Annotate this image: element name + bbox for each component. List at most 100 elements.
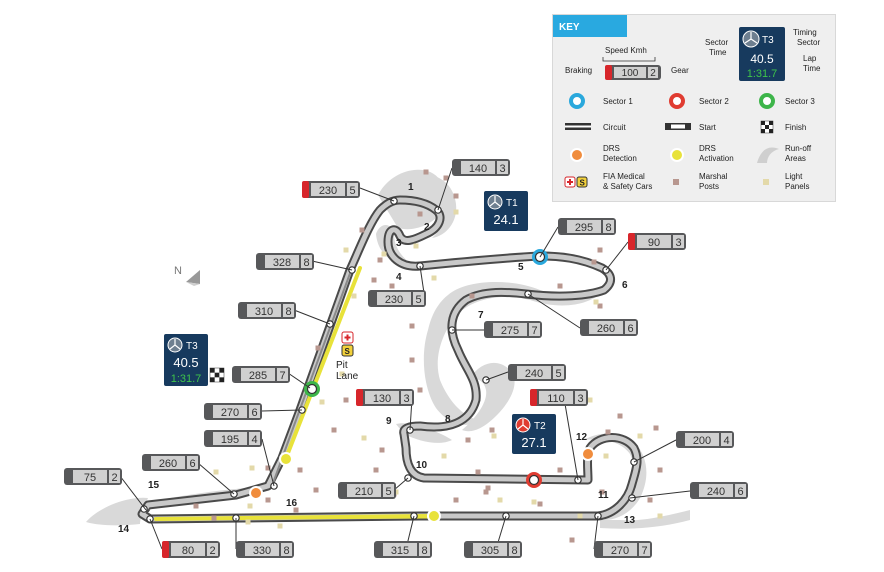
key-title: KEY bbox=[559, 22, 580, 33]
speed-value: 315 bbox=[391, 545, 409, 557]
light-panel bbox=[637, 433, 643, 439]
gear-value: 6 bbox=[627, 323, 633, 335]
light-panel bbox=[213, 469, 219, 475]
gear-value: 5 bbox=[555, 368, 561, 380]
key-speed-label: Speed Kmh bbox=[605, 46, 647, 55]
light-panel bbox=[431, 275, 437, 281]
leader-lines bbox=[119, 167, 691, 550]
gear-value: 2 bbox=[209, 545, 215, 557]
marshal-post bbox=[465, 437, 471, 443]
leader-line bbox=[261, 409, 303, 412]
light-panel bbox=[593, 299, 599, 305]
start-icon bbox=[665, 123, 691, 130]
light-panel bbox=[413, 243, 419, 249]
key-braking-label: Braking bbox=[565, 66, 592, 75]
marshal-post bbox=[653, 425, 659, 431]
light-panel bbox=[351, 293, 357, 299]
gear-value: 3 bbox=[499, 163, 505, 175]
gear-value: 8 bbox=[511, 545, 517, 557]
light-panel bbox=[319, 399, 325, 405]
light-panel bbox=[339, 371, 345, 377]
svg-text:S: S bbox=[580, 179, 586, 188]
turn-label: 1 bbox=[408, 182, 414, 193]
gear-value: 8 bbox=[303, 257, 309, 269]
light-panel bbox=[381, 251, 387, 257]
marshal-post bbox=[647, 497, 653, 503]
braking-indicator bbox=[530, 389, 537, 406]
key-sector2: Sector 2 bbox=[699, 97, 729, 106]
marshal-post bbox=[591, 259, 597, 265]
marshal-post bbox=[373, 467, 379, 473]
light-panel bbox=[277, 523, 283, 529]
drs-detection-marker bbox=[581, 447, 595, 461]
sector2-icon bbox=[669, 93, 685, 109]
key-finish: Finish bbox=[785, 123, 806, 132]
light-panel bbox=[497, 497, 503, 503]
drs-activation-marker bbox=[427, 509, 441, 523]
speed-value: 310 bbox=[255, 306, 273, 318]
leader-line bbox=[197, 462, 235, 495]
speed-value: 240 bbox=[707, 486, 725, 498]
marshal-post bbox=[331, 427, 337, 433]
runoff-icon bbox=[757, 147, 779, 163]
pit-lane bbox=[271, 267, 353, 487]
gear-value: 3 bbox=[403, 393, 409, 405]
leader-line bbox=[605, 241, 629, 271]
marshal-post bbox=[293, 507, 299, 513]
sector-time: 24.1 bbox=[493, 212, 518, 227]
light-panel bbox=[245, 519, 251, 525]
finish-flag-icon bbox=[760, 120, 774, 134]
speed-value: 195 bbox=[221, 434, 239, 446]
speed-value: 275 bbox=[501, 325, 519, 337]
track-markers bbox=[140, 197, 638, 523]
key-sample-timing-box: T3 40.5 1:31.7 bbox=[739, 27, 785, 81]
light-panel bbox=[531, 499, 537, 505]
key-gear-label: Gear bbox=[671, 66, 689, 75]
marshal-post bbox=[557, 467, 563, 473]
turn-label: 16 bbox=[286, 498, 298, 509]
gear-value: 8 bbox=[285, 306, 291, 318]
leader-line bbox=[393, 477, 409, 491]
light-panel-icon bbox=[763, 179, 769, 185]
braking-indicator bbox=[162, 541, 169, 558]
speed-value: 305 bbox=[481, 545, 499, 557]
key-start: Start bbox=[699, 123, 717, 132]
speed-value: 270 bbox=[611, 545, 629, 557]
gear-value: 7 bbox=[641, 545, 647, 557]
light-panel bbox=[361, 435, 367, 441]
marshal-post bbox=[377, 257, 383, 263]
pit-lane-line-1: Pit bbox=[336, 360, 348, 371]
speed-box: 270 7 bbox=[594, 541, 652, 558]
safety-car-icon bbox=[341, 344, 354, 357]
leader-line bbox=[539, 226, 559, 258]
leader-line bbox=[563, 397, 579, 481]
turn-label: 11 bbox=[598, 490, 609, 501]
gear-value: 5 bbox=[349, 185, 355, 197]
leader-line bbox=[527, 293, 581, 329]
light-panel bbox=[577, 513, 583, 519]
circuit-icon bbox=[565, 123, 591, 130]
marshal-post bbox=[343, 397, 349, 403]
drs-detection-marker bbox=[249, 486, 263, 500]
speed-value: 260 bbox=[597, 323, 615, 335]
turn-label: 9 bbox=[386, 416, 392, 427]
gear-value: 6 bbox=[251, 407, 257, 419]
gear-value: 7 bbox=[531, 325, 537, 337]
sector3-icon bbox=[759, 93, 775, 109]
